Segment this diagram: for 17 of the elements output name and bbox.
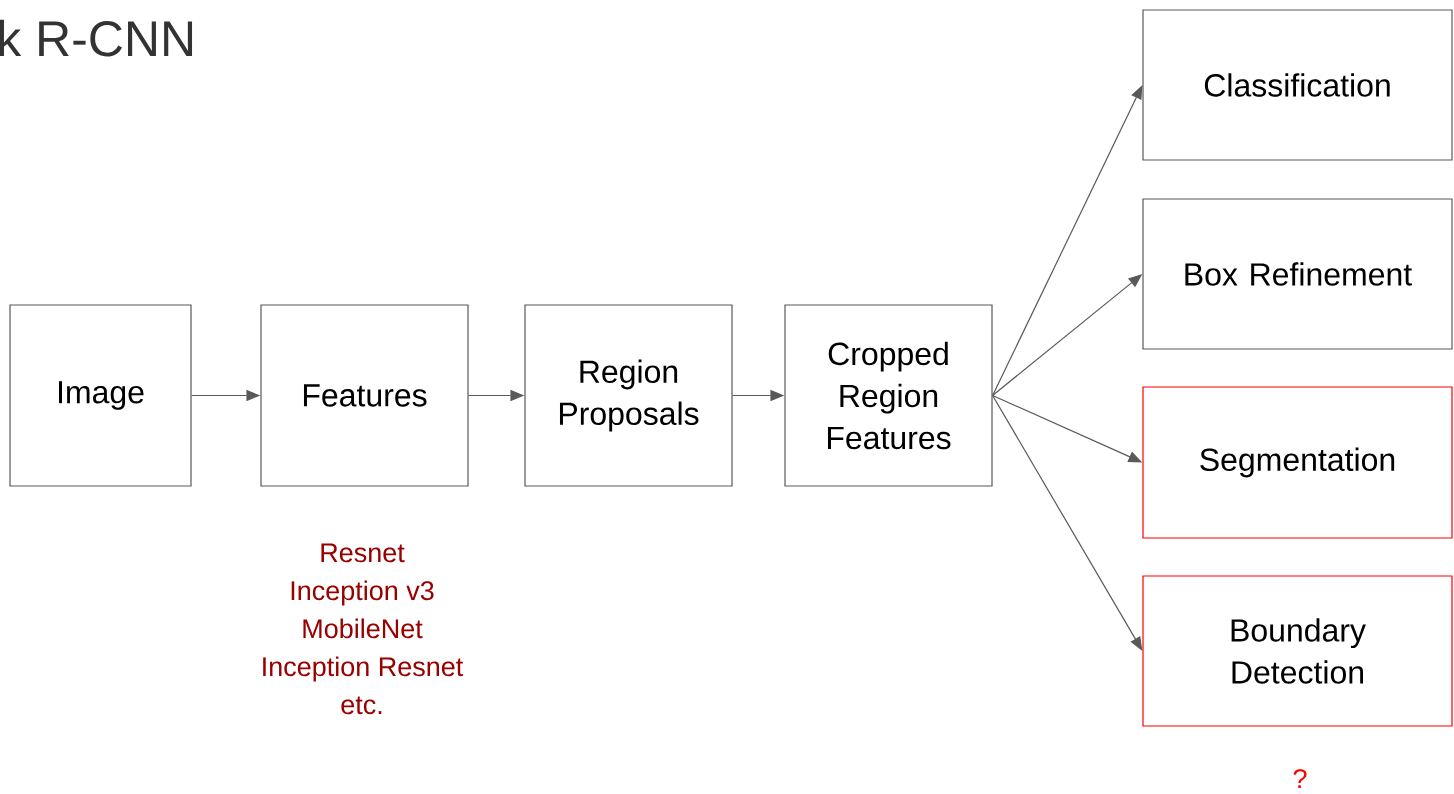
arrow <box>992 85 1143 397</box>
process-box: Cropped Region Features <box>784 304 993 487</box>
note-text: Resnet <box>321 543 405 563</box>
note-text: ? <box>1293 769 1307 788</box>
note-text: MobileNet <box>303 618 423 639</box>
process-box: Region Proposals <box>524 304 733 487</box>
process-box: Features <box>260 304 469 487</box>
note-text: Inception v3 <box>291 580 434 606</box>
arrow <box>992 394 1143 651</box>
slide-title: k R-CNN <box>0 19 193 57</box>
process-box: Segmentation <box>1142 386 1453 539</box>
process-box: Image <box>9 304 192 487</box>
note-text: Inception Resnet <box>263 656 464 682</box>
process-box: Box Refinement <box>1142 198 1453 350</box>
process-box: Classification <box>1142 9 1453 161</box>
note-text: etc. <box>341 696 382 715</box>
process-box: Boundary Detection <box>1142 575 1453 727</box>
